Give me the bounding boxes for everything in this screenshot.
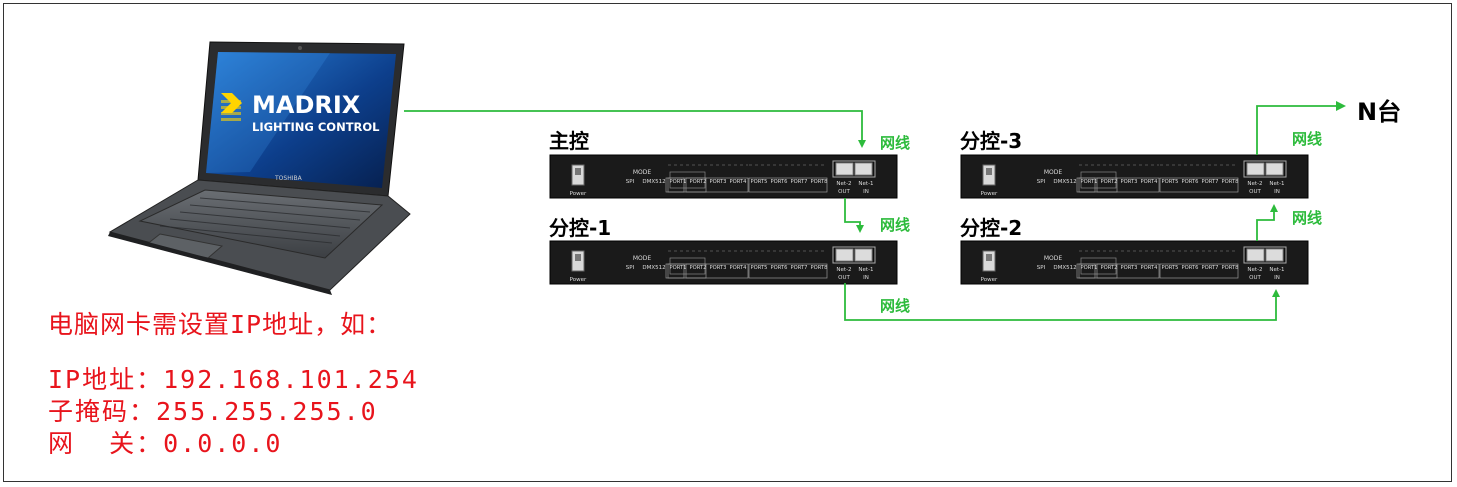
cables: [404, 106, 1344, 320]
panel-dmx-text: DMX512: [1053, 265, 1076, 271]
panel-dmx-text: DMX512: [1053, 179, 1076, 185]
note-title: 电脑网卡需设置IP地址，如：: [48, 305, 392, 341]
panel-port-text: PORT6: [771, 265, 788, 271]
label-sub-controller-3: 分控-3: [960, 125, 1022, 154]
panel-power-text: Power: [570, 277, 587, 283]
panel-port-text: PORT8: [1222, 179, 1239, 185]
panel-dmx-text: DMX512: [642, 265, 665, 271]
panel-net2-text: Net-2: [836, 181, 851, 187]
cable-main-to-sub1: [845, 198, 860, 231]
panel-net1-text: Net-1: [858, 181, 873, 187]
panel-port-text: PORT5: [751, 179, 768, 185]
panel-port-text: PORT2: [1101, 265, 1118, 271]
panel-net2-text: Net-2: [836, 267, 851, 273]
panel-out-text: OUT: [838, 189, 850, 195]
panel-port-text: PORT8: [1222, 265, 1239, 271]
note-gateway: 网 关：0.0.0.0: [48, 424, 282, 460]
panel-port-text: PORT7: [1202, 179, 1219, 185]
panel-port-text: PORT2: [1101, 179, 1118, 185]
brand-title: MADRIX: [252, 91, 361, 119]
panel-port-text: PORT6: [1182, 179, 1199, 185]
panel-port-text: PORT6: [1182, 265, 1199, 271]
note-ip: IP地址：192.168.101.254: [48, 360, 419, 396]
panel-port-text: PORT3: [1121, 179, 1138, 185]
panel-net1-text: Net-1: [1269, 267, 1284, 273]
panel-power-text: Power: [570, 191, 587, 197]
panel-power-text: Power: [981, 277, 998, 283]
panel-port-text: PORT3: [1121, 265, 1138, 271]
panel-net2-text: Net-2: [1247, 181, 1262, 187]
label-sub-controller-2: 分控-2: [960, 212, 1022, 241]
panel-in-text: IN: [1274, 275, 1280, 281]
panel-port-text: PORT7: [1202, 265, 1219, 271]
panel-out-text: OUT: [838, 275, 850, 281]
panel-port-text: PORT2: [690, 265, 707, 271]
n-units-label: N台: [1357, 92, 1401, 127]
panel-port-text: PORT1: [670, 179, 687, 185]
panel-spi-text: SPI: [1037, 179, 1046, 185]
cable-label-5: 网线: [1292, 207, 1322, 228]
panel-port-text: PORT5: [1162, 179, 1179, 185]
panel-port-text: PORT1: [670, 265, 687, 271]
panel-net2-text: Net-2: [1247, 267, 1262, 273]
panel-port-text: PORT5: [751, 265, 768, 271]
panel-port-text: PORT4: [1141, 179, 1159, 185]
panel-port-text: PORT1: [1081, 179, 1098, 185]
panel-mode-text: MODE: [633, 169, 652, 176]
cable-label-1: 网线: [880, 132, 910, 153]
panel-port-text: PORT6: [771, 179, 788, 185]
panel-port-text: PORT4: [730, 179, 748, 185]
panel-port-text: PORT8: [811, 265, 828, 271]
panel-dmx-text: DMX512: [642, 179, 665, 185]
brand-subtitle: LIGHTING CONTROL: [252, 120, 380, 134]
note-mask: 子掩码：255.255.255.0: [48, 392, 378, 428]
panel-port-text: PORT4: [1141, 265, 1159, 271]
label-main-controller: 主控: [549, 125, 589, 154]
panel-port-text: PORT7: [791, 265, 808, 271]
panel-port-text: PORT2: [690, 179, 707, 185]
panel-out-text: OUT: [1249, 275, 1261, 281]
panel-in-text: IN: [1274, 189, 1280, 195]
panel-mode-text: MODE: [1044, 169, 1063, 176]
panel-out-text: OUT: [1249, 189, 1261, 195]
cable-label-3: 网线: [880, 295, 910, 316]
panel-spi-text: SPI: [626, 265, 635, 271]
panel-port-text: PORT3: [710, 179, 727, 185]
panel-spi-text: SPI: [626, 179, 635, 185]
panel-in-text: IN: [863, 189, 869, 195]
panel-port-text: PORT1: [1081, 265, 1098, 271]
label-sub-controller-1: 分控-1: [549, 212, 611, 241]
cable-label-4: 网线: [1292, 128, 1322, 149]
panel-port-text: PORT7: [791, 179, 808, 185]
laptop-maker: TOSHIBA: [274, 175, 303, 182]
panel-net1-text: Net-1: [1269, 181, 1284, 187]
cable-laptop-to-main: [404, 111, 862, 146]
laptop: [108, 42, 410, 295]
panel-in-text: IN: [863, 275, 869, 281]
panel-port-text: PORT4: [730, 265, 748, 271]
panel-port-text: PORT3: [710, 265, 727, 271]
panel-net1-text: Net-1: [858, 267, 873, 273]
cable-sub2-to-sub3: [1257, 206, 1274, 241]
panel-mode-text: MODE: [633, 255, 652, 262]
panel-mode-text: MODE: [1044, 255, 1063, 262]
panel-port-text: PORT5: [1162, 265, 1179, 271]
cable-label-2: 网线: [880, 214, 910, 235]
panel-spi-text: SPI: [1037, 265, 1046, 271]
panel-power-text: Power: [981, 191, 998, 197]
panel-port-text: PORT8: [811, 179, 828, 185]
